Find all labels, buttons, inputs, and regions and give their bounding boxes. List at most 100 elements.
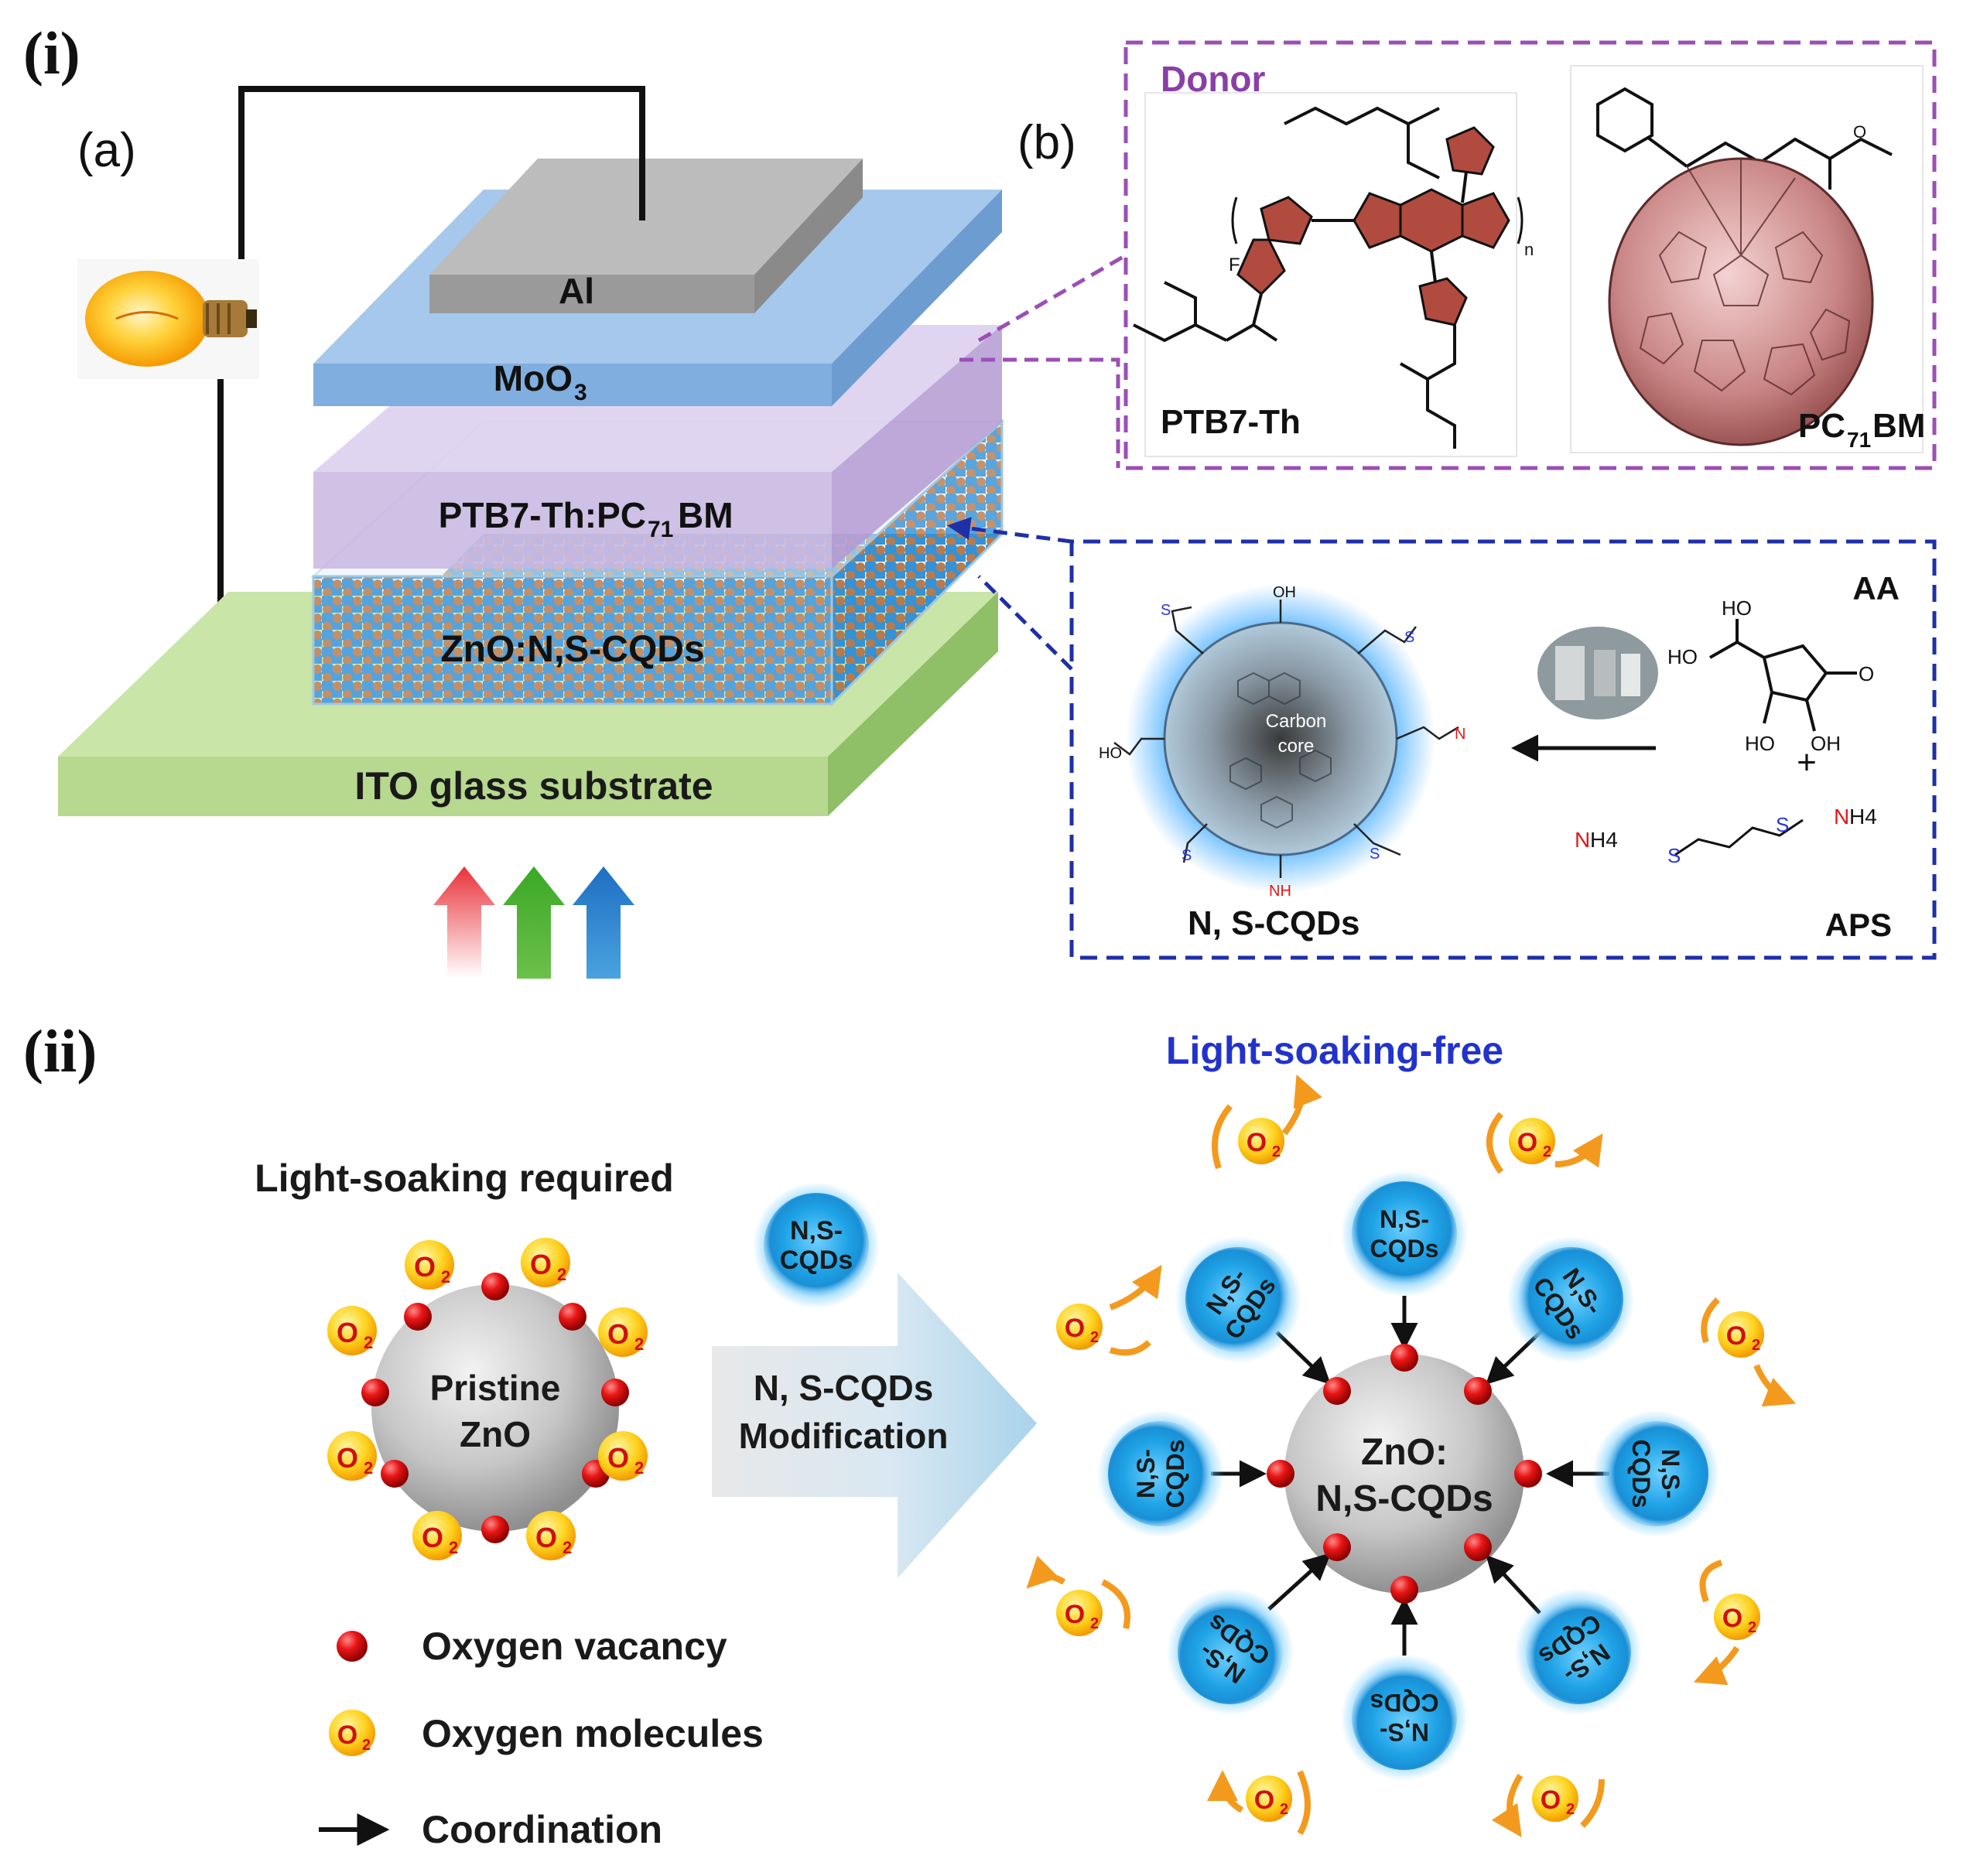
svg-text:2: 2 <box>441 1267 450 1287</box>
oxygen-vacancy-dot <box>559 1303 587 1331</box>
pristine-vacancies <box>361 1273 629 1543</box>
pristine-label-1: Pristine <box>430 1368 561 1408</box>
svg-text:OH: OH <box>1811 732 1841 755</box>
carbon-core-label-2: core <box>1278 736 1315 757</box>
svg-text:2: 2 <box>557 1265 566 1284</box>
oxygen-vacancy-dot <box>601 1379 629 1406</box>
molecule-callout-box <box>1123 40 1937 470</box>
ptb7-th-structure: n F PTB7-Th <box>1133 92 1534 457</box>
svg-text:O: O <box>337 1442 358 1474</box>
svg-text:CQDs: CQDs <box>1161 1440 1189 1509</box>
modification-arrow: N, S-CQDs Modification <box>712 1273 1037 1578</box>
svg-text:2: 2 <box>364 1458 373 1478</box>
svg-text:O: O <box>1541 1785 1561 1815</box>
legend-vacancy-label: Oxygen vacancy <box>422 1625 727 1668</box>
oxygen-vacancy-dot <box>1323 1533 1351 1561</box>
legend-o2-icon: O 2 <box>329 1710 375 1756</box>
svg-text:S: S <box>1667 844 1681 867</box>
svg-text:2: 2 <box>1543 1143 1551 1160</box>
svg-text:O: O <box>1065 1314 1085 1343</box>
svg-text:CQDs: CQDs <box>1370 1235 1439 1263</box>
svg-text:H4: H4 <box>1849 805 1877 829</box>
oxygen-vacancy-dot <box>1390 1344 1418 1372</box>
svg-text:S: S <box>1776 813 1789 836</box>
acceptor-name-post: BM <box>1872 407 1925 445</box>
cqd-sphere: N,S- CQDs <box>1515 1588 1642 1715</box>
panel-label-a: (a) <box>77 124 136 177</box>
active-label-sub: 71 <box>648 517 673 542</box>
oxygen-vacancy-dot <box>481 1515 509 1543</box>
svg-text:2: 2 <box>1090 1615 1099 1632</box>
oxygen-vacancy-dot <box>1464 1377 1492 1405</box>
ascorbic-acid-structure: AA HO HO O HO OH + <box>1667 570 1900 781</box>
modified-label-1: ZnO: <box>1361 1432 1448 1473</box>
svg-text:2: 2 <box>1752 1337 1760 1354</box>
legend-vacancy-icon <box>337 1631 368 1662</box>
callout-connector-lower <box>959 357 1120 468</box>
svg-text:O: O <box>1726 1321 1746 1351</box>
svg-text:OH: OH <box>1273 584 1296 601</box>
cqd-sphere: N,S- CQDs <box>1341 1654 1468 1781</box>
panel-label-ii: (ii) <box>23 1017 97 1085</box>
svg-text:HO: HO <box>1722 596 1752 620</box>
svg-text:N,S-: N,S- <box>1657 1449 1684 1498</box>
cqd-sphere: N,S- CQDs <box>1167 1588 1294 1715</box>
modification-label-1: N, S-CQDs <box>754 1368 934 1408</box>
legend-molecules-label: Oxygen molecules <box>422 1712 764 1755</box>
svg-text:CQDs: CQDs <box>780 1246 853 1275</box>
acceptor-name: PC <box>1798 407 1845 445</box>
svg-text:HO: HO <box>1099 745 1122 762</box>
svg-text:S: S <box>1182 847 1192 864</box>
svg-text:O: O <box>337 1721 357 1750</box>
svg-text:H4: H4 <box>1590 828 1618 852</box>
svg-text:2: 2 <box>1566 1801 1575 1818</box>
svg-text:N,S-: N,S- <box>1132 1449 1160 1498</box>
donor-name: PTB7-Th <box>1161 403 1301 441</box>
cqd-sphere: N,S- CQDs <box>1592 1410 1719 1537</box>
svg-text:O: O <box>607 1442 629 1474</box>
etl-label: ZnO:N,S-CQDs <box>440 629 704 670</box>
modified-zno-particle: ZnO: N,S-CQDs <box>1284 1354 1524 1594</box>
oxygen-vacancy-dot <box>1390 1576 1418 1604</box>
svg-text:N,S-: N,S- <box>790 1216 843 1246</box>
pristine-label-2: ZnO <box>460 1414 531 1454</box>
modified-label-2: N,S-CQDs <box>1315 1478 1493 1519</box>
nh2-group: NH <box>1269 883 1291 900</box>
oxygen-vacancy-dot <box>1267 1460 1294 1488</box>
svg-text:CQDs: CQDs <box>1627 1440 1655 1509</box>
svg-text:N: N <box>1455 726 1465 743</box>
carbon-core-label-1: Carbon <box>1266 711 1327 732</box>
moo3-label-sub: 3 <box>574 380 587 405</box>
substrate-label: ITO glass substrate <box>354 764 713 808</box>
svg-text:O: O <box>1853 122 1866 142</box>
oxygen-vacancy-dot <box>381 1460 409 1488</box>
svg-text:S: S <box>1404 629 1414 646</box>
svg-text:O: O <box>1517 1128 1537 1157</box>
svg-text:F: F <box>1229 255 1240 275</box>
cqd-sphere: N,S- CQDs <box>1341 1170 1468 1297</box>
oxygen-vacancy-dot <box>1323 1377 1351 1405</box>
svg-text:2: 2 <box>563 1538 572 1557</box>
active-label-post: BM <box>678 495 734 535</box>
svg-text:CQDs: CQDs <box>1370 1689 1439 1717</box>
incident-light-arrows <box>433 866 634 979</box>
svg-text:O: O <box>422 1522 443 1553</box>
svg-text:N,S-: N,S- <box>1380 1205 1429 1233</box>
active-label: PTB7-Th:PC <box>439 495 646 535</box>
svg-text:O: O <box>607 1318 629 1350</box>
svg-text:2: 2 <box>1748 1619 1756 1636</box>
svg-text:O: O <box>337 1317 358 1348</box>
modified-vacancies <box>1267 1344 1542 1604</box>
pc71bm-structure: O PC 71 BM <box>1570 65 1925 453</box>
cqd-sphere: N,S- CQDs <box>1507 1236 1634 1363</box>
pristine-zno-particle: Pristine ZnO <box>371 1284 619 1532</box>
